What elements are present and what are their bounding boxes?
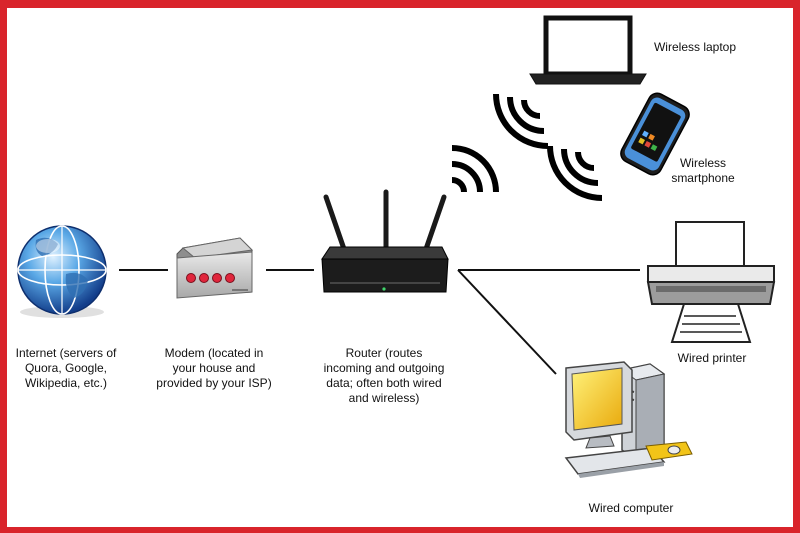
line-router-computer: [457, 269, 557, 375]
modem-label: Modem (located in your house and provide…: [156, 346, 272, 390]
modem-led-1: [186, 273, 196, 283]
connection-lines: [119, 269, 640, 375]
router-wireless-waves-icon: [451, 145, 499, 193]
printer-label: Wired printer: [677, 351, 747, 365]
globe-icon: [17, 225, 107, 318]
modem-led-2: [199, 273, 209, 283]
smartphone-icon: [620, 92, 690, 176]
laptop-wireless-waves-icon: [493, 93, 549, 149]
modem-led-4: [225, 273, 235, 283]
internet-label: Internet (servers of Quora, Google, Wiki…: [15, 346, 117, 390]
modem-led-3: [212, 273, 222, 283]
laptop-label: Wireless laptop: [653, 40, 737, 54]
router-icon: [321, 189, 449, 293]
modem-icon: [176, 237, 254, 299]
smartphone-wireless-waves-icon: [547, 145, 603, 201]
smartphone-label: Wireless smartphone: [671, 156, 735, 185]
printer-icon: [646, 221, 776, 343]
laptop-icon: [529, 15, 647, 85]
computer-label: Wired computer: [588, 501, 674, 515]
router-label: Router (routes incoming and outgoing dat…: [323, 346, 445, 405]
desktop-computer-icon: [564, 361, 693, 478]
